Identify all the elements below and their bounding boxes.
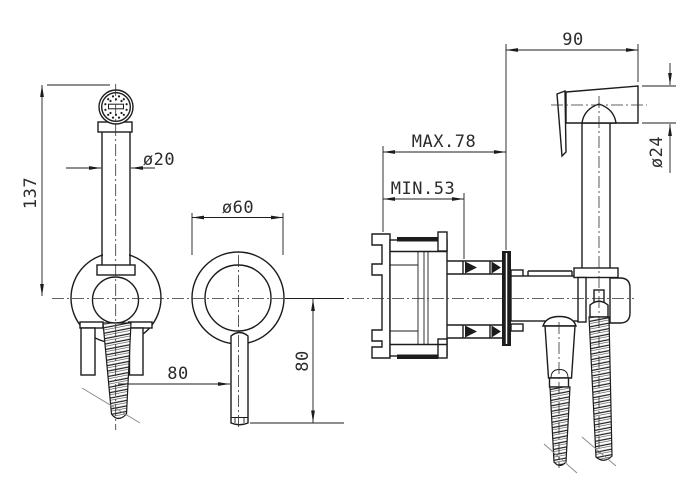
handle-tube-side-mask: [583, 124, 609, 268]
dim-label-o24: ø24: [647, 136, 667, 168]
clamp-tab-left: [79, 321, 104, 329]
hose-break-line-front: [81, 387, 141, 424]
side-view-installation: [371, 85, 639, 474]
valve-rosette-inner: [204, 264, 272, 332]
dim-label-o20: ø20: [143, 150, 175, 170]
outlet-cone: [544, 325, 576, 379]
dim-head-projection: 90: [505, 30, 639, 250]
outlet-dome: [542, 315, 577, 327]
dim-head-height: 137: [21, 84, 110, 296]
dim-lever-length: 80: [250, 298, 344, 424]
dim-label-o60: ø60: [222, 198, 254, 218]
holder-plate-side: [577, 276, 587, 323]
dim-rosette-diameter: ø60: [191, 198, 284, 255]
flange-bracket-bottom: [510, 323, 524, 332]
body-top-band: [397, 237, 438, 242]
dim-head-diameter: ø24: [642, 63, 676, 173]
front-view-shut-off-valve: [191, 251, 285, 426]
dim-hose-offset: 80: [118, 364, 230, 386]
spray-nozzle-holes: [104, 95, 128, 119]
clamp-tab-right: [127, 321, 153, 329]
dim-label-max78: MAX.78: [412, 132, 476, 152]
dimensions: 137 ø20 ø60 80 80: [21, 30, 676, 424]
valve-lever-handle: [230, 331, 249, 426]
bracket-wall-left: [80, 327, 96, 376]
holder-cap-side: [609, 277, 631, 324]
outlet-hose: [549, 386, 571, 467]
dim-label-80-vertical: 80: [293, 350, 313, 371]
dim-depth-max: MAX.78: [382, 132, 506, 232]
inwall-valve-body: [389, 239, 448, 357]
body-corner-block-bottom: [437, 338, 448, 359]
dim-hose-diameter: ø20: [66, 150, 175, 170]
hose-break-line-outlet: [543, 443, 578, 474]
dim-label-min53: MIN.53: [391, 179, 455, 199]
shower-hose-side: [588, 316, 613, 461]
body-bottom-band: [397, 354, 438, 359]
valve-rosette-outer: [191, 251, 285, 345]
dim-label-137: 137: [21, 177, 41, 209]
dim-label-90: 90: [562, 30, 583, 50]
inwall-anchor-plate: [371, 233, 391, 359]
outlet-swivel-arc: [550, 369, 569, 379]
hose-nut-side: [589, 300, 609, 318]
spray-face-plate-side: [556, 89, 567, 158]
body-corner-block-top: [437, 231, 448, 252]
shower-hose-front: [102, 322, 132, 420]
dim-label-80-horizontal: 80: [167, 364, 188, 384]
dim-depth-min: MIN.53: [383, 179, 465, 259]
holder-collar-side: [573, 267, 619, 279]
bracket-wall-right: [128, 327, 144, 376]
pipe-fitting-symbols: [462, 261, 501, 338]
